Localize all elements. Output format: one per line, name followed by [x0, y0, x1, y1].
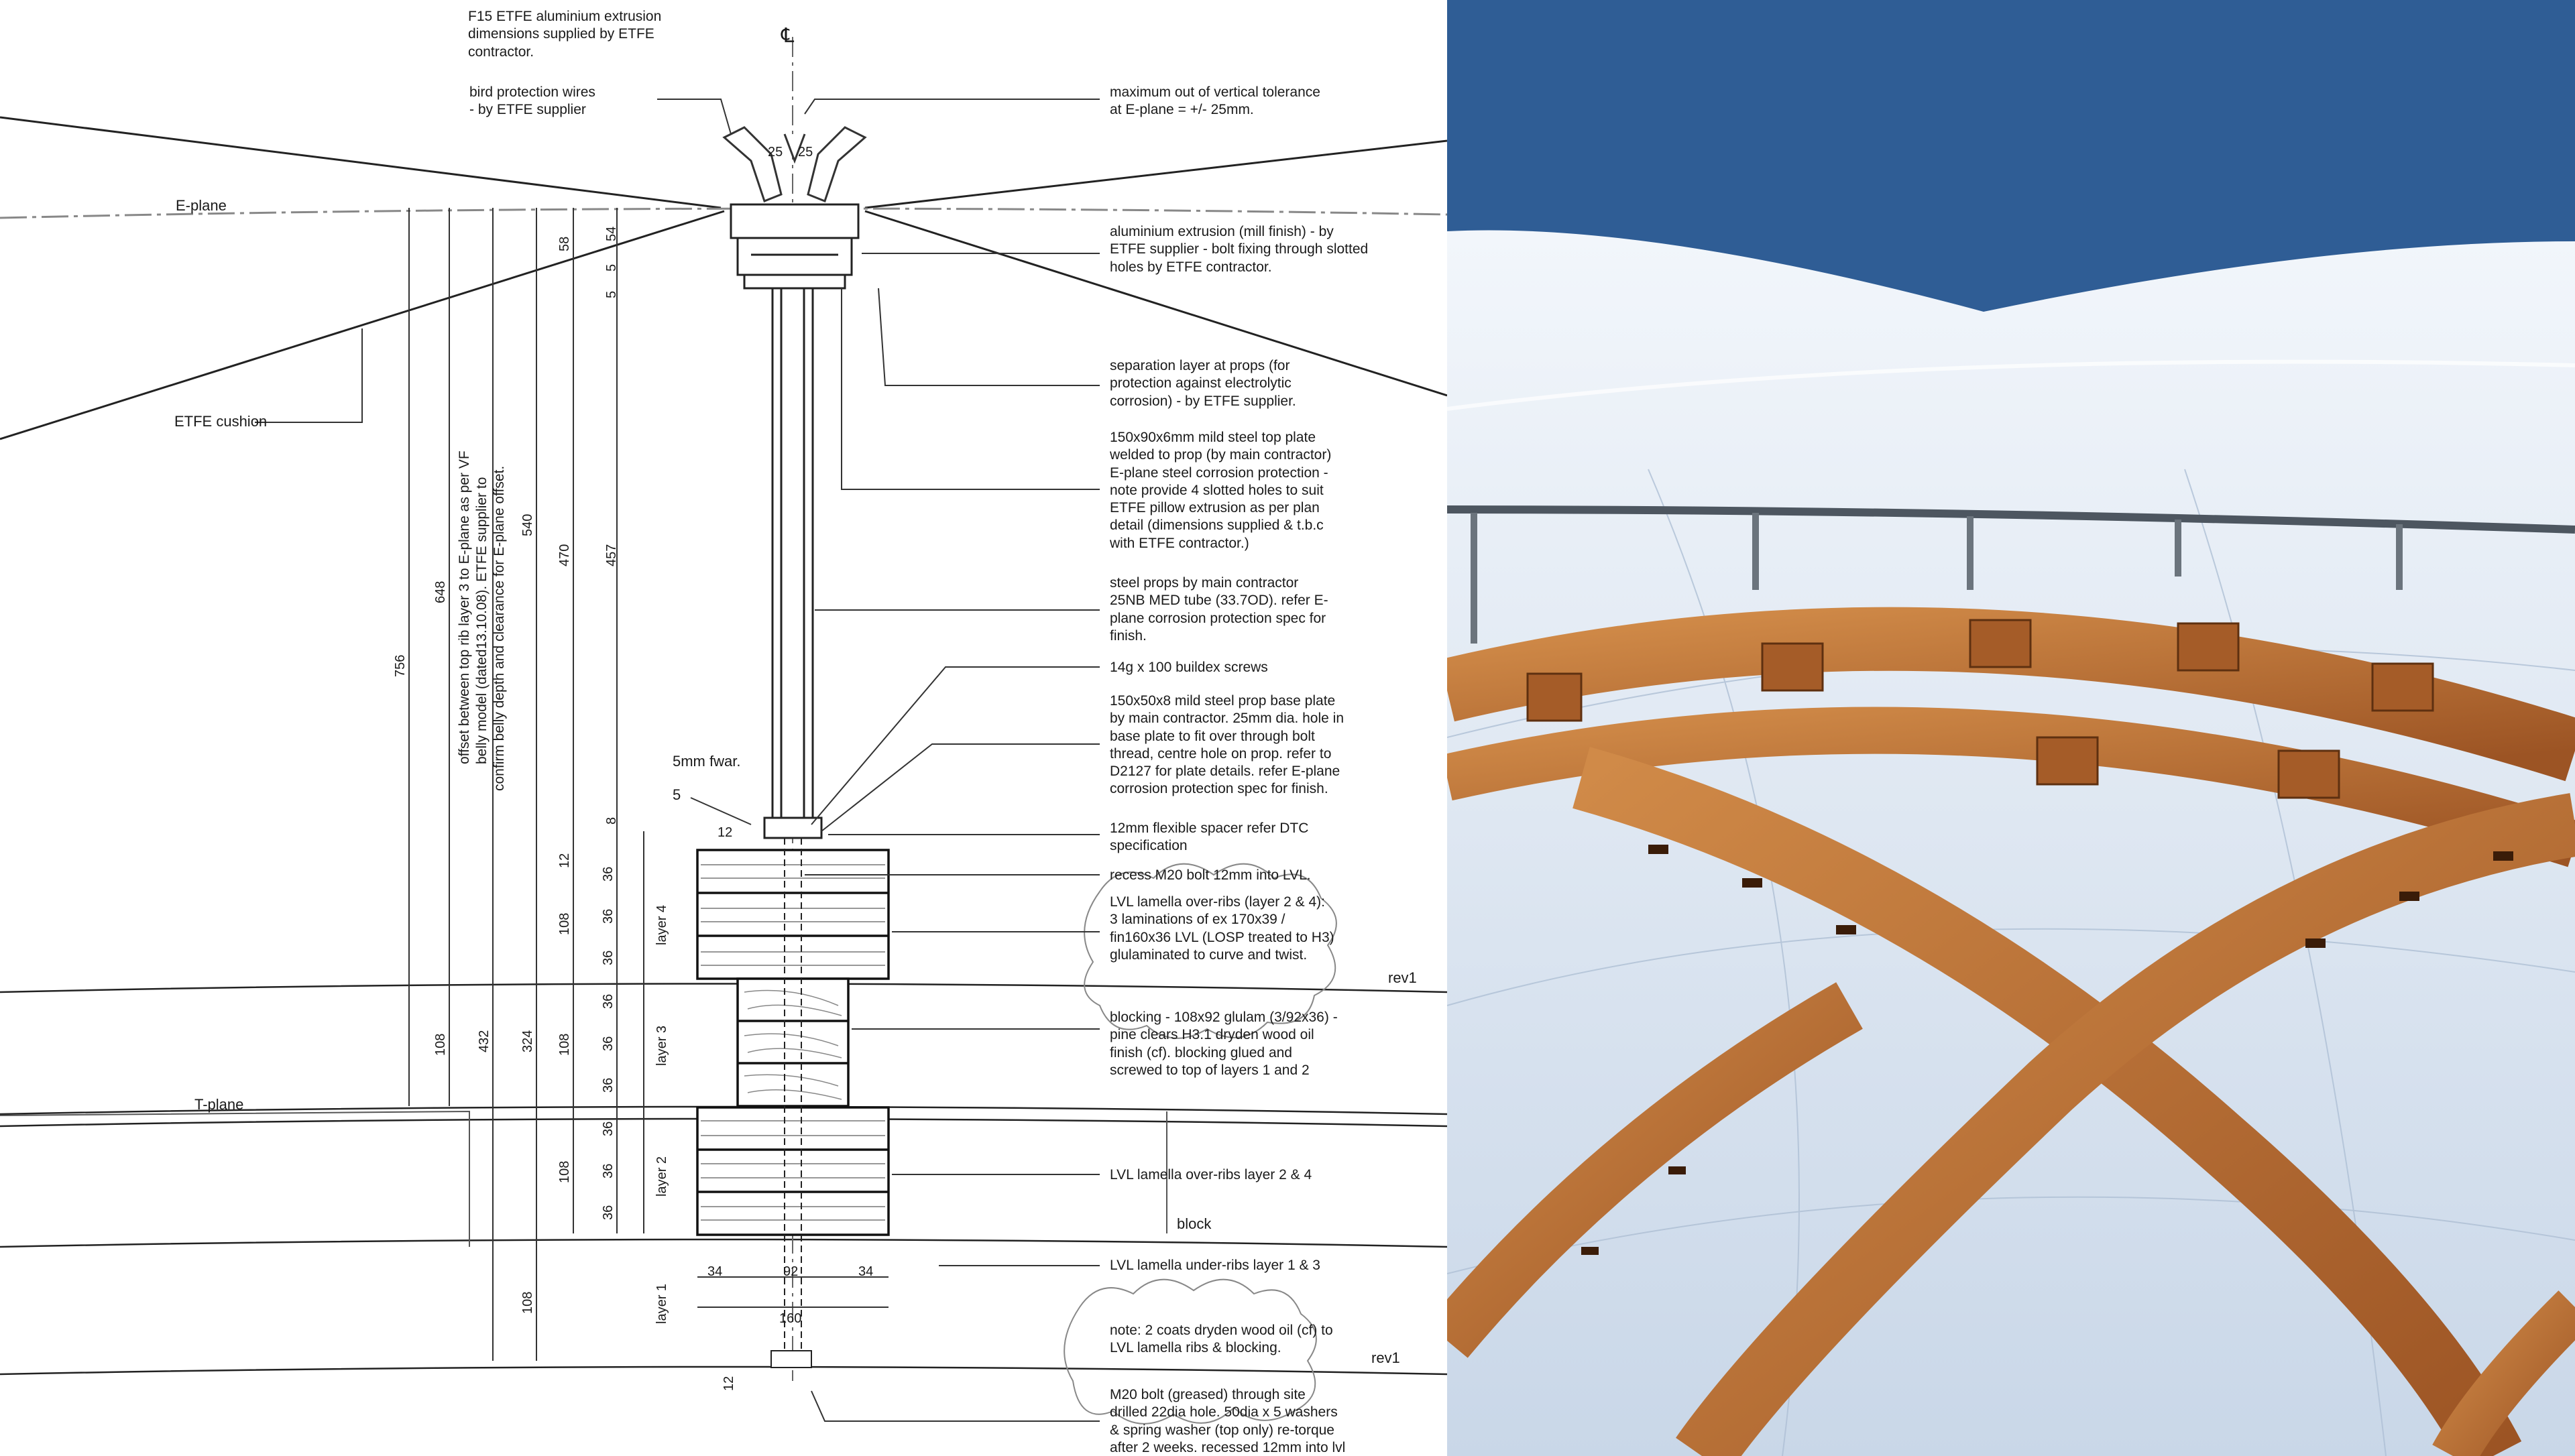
dim-12b: 12 [718, 825, 733, 840]
leader-lines [255, 99, 1100, 1422]
etfe-cushion-label: ETFE cushion [174, 413, 268, 430]
rev-mark-1: rev1 [1388, 969, 1417, 986]
steel-rail [1446, 505, 2575, 534]
layer-2-label: layer 2 [654, 1156, 669, 1197]
note-recess-bolt: recess M20 bolt 12mm into LVL. [1110, 867, 1311, 883]
dimension-lines [408, 208, 889, 1361]
timber-lattice-photo-svg [1426, 0, 2575, 1456]
dim-36-3: 36 [601, 950, 616, 965]
t-plane-edge [0, 1110, 470, 1247]
etfe-cushion [1447, 230, 2575, 1456]
fwar-label: 5mm fwar. [673, 753, 741, 770]
dim-34-right: 34 [858, 1264, 874, 1279]
dim-324: 324 [520, 1030, 535, 1052]
dim-25-left: 25 [768, 145, 783, 160]
revision-clouds [1064, 863, 1337, 1424]
blocking-layer-3 [736, 977, 850, 1107]
steel-props [1471, 513, 2403, 644]
e-plane-line [0, 207, 1448, 219]
layer-4-label: layer 4 [654, 904, 669, 945]
steel-prop [763, 287, 823, 839]
dim-108-layer3: 108 [557, 1033, 572, 1056]
lvl-layer-4 [696, 849, 890, 980]
t-plane-label: T-plane [194, 1096, 244, 1113]
dim-12-bottom: 12 [722, 1376, 736, 1391]
aluminium-extrusion [730, 203, 860, 290]
timber-lattice-photo [1426, 0, 2575, 1456]
offset-note-line-1: offset between top rib layer 3 to E-plan… [457, 450, 472, 764]
bolt-washer [770, 1350, 812, 1368]
rev-mark-2: rev1 [1371, 1349, 1400, 1366]
dim-8: 8 [604, 816, 619, 825]
cushion-highlight [1446, 359, 2575, 411]
dim-36-4: 36 [601, 993, 616, 1009]
note-under-ribs-1-3: LVL lamella under-ribs layer 1 & 3 [1110, 1258, 1320, 1273]
dim-25-right: 25 [798, 145, 813, 160]
note-over-ribs-2-4: LVL lamella over-ribs layer 2 & 4 [1110, 1167, 1312, 1182]
dim-58: 58 [557, 236, 572, 251]
dim-108-layer2: 108 [557, 1160, 572, 1183]
layer-1-label: layer 1 [654, 1283, 669, 1324]
fwar-value: 5 [673, 786, 681, 803]
dim-5b: 5 [604, 290, 619, 298]
centreline-mark: ℄ [781, 25, 795, 47]
dim-108-layer1: 108 [520, 1291, 535, 1314]
dim-92: 92 [783, 1264, 799, 1279]
dim-36-2: 36 [601, 908, 616, 924]
dim-5a: 5 [604, 263, 619, 271]
dim-108-layer4: 108 [557, 912, 572, 935]
dim-470: 470 [557, 544, 572, 566]
dim-36-8: 36 [601, 1163, 616, 1178]
dim-36-1: 36 [601, 866, 616, 882]
dim-756: 756 [393, 654, 408, 677]
note-blocking: blocking - 108x92 glulam (3/92x36) -pine… [1110, 1010, 1338, 1078]
timber-blocks [1526, 619, 2434, 799]
dim-648: 648 [433, 581, 448, 603]
dim-54: 54 [604, 226, 619, 241]
dim-36-9: 36 [601, 1205, 616, 1220]
section-drawing: .t { position:absolute; color:#1a1a1a; l… [0, 9, 1448, 1455]
section-drawing-svg [0, 37, 1448, 1424]
dim-36-7: 36 [601, 1121, 616, 1136]
dim-160: 160 [779, 1311, 802, 1326]
m20-bolt [784, 838, 802, 1361]
dim-108-left: 108 [433, 1033, 448, 1056]
note-lvl-over-ribs: LVL lamella over-ribs (layer 2 & 4):3 la… [1110, 894, 1334, 963]
note-buildex-screws: 14g x 100 buildex screws [1110, 660, 1268, 675]
blocking-grain [744, 989, 842, 1100]
offset-note-line-3: confirm belly depth and clearance for E-… [492, 465, 507, 791]
layer-3-label: layer 3 [654, 1025, 669, 1066]
note-bird-wires: bird protection wires- by ETFE supplier [469, 84, 595, 118]
dim-36-6: 36 [601, 1077, 616, 1093]
lvl-layer-2 [696, 1106, 890, 1236]
offset-note-line-2: belly model (dated13.10.08). ETFE suppli… [474, 477, 490, 764]
dim-540: 540 [520, 513, 535, 536]
dim-34-left: 34 [707, 1264, 723, 1279]
etfe-cushion-lines [0, 116, 1448, 440]
lvl-layer-2-grain [701, 1120, 885, 1221]
dim-457: 457 [604, 544, 619, 566]
block-label: block [1177, 1215, 1212, 1232]
timber-slots [1581, 845, 2513, 1255]
e-plane-label: E-plane [176, 197, 227, 214]
dim-12a: 12 [557, 853, 572, 868]
dim-432: 432 [477, 1030, 492, 1052]
lvl-layer-4-grain [701, 864, 885, 966]
bird-protection-wires [722, 126, 867, 202]
dim-36-5: 36 [601, 1036, 616, 1051]
